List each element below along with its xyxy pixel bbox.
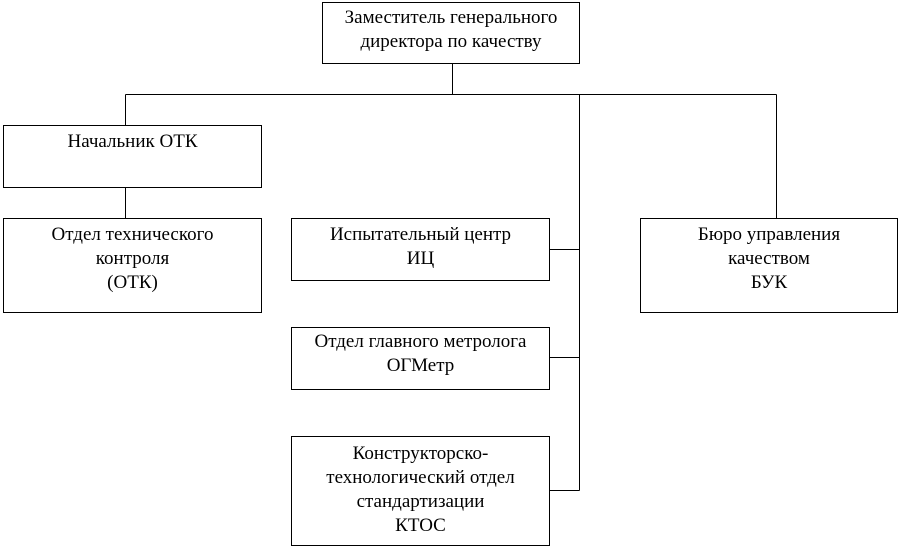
node-deputy-director-quality: Заместитель генерального директора по ка…	[322, 2, 580, 64]
node-label-line: (ОТК)	[107, 272, 158, 293]
node-chief-otk: Начальник ОТК	[3, 125, 262, 188]
node-label-line: БУК	[750, 272, 788, 293]
node-label-line: контроля	[95, 248, 170, 269]
node-chief-metrologist-dept: Отдел главного метролога ОГМетр	[291, 327, 550, 390]
node-label-line: Бюро управления	[697, 224, 841, 245]
node-label-line: Испытательный центр	[329, 224, 512, 245]
node-test-center: Испытательный центр ИЦ	[291, 218, 550, 281]
node-label-line: качеством	[728, 248, 810, 269]
node-design-tech-standardization-dept: Конструкторско- технологический отдел ст…	[291, 436, 550, 546]
node-label-line: ОГМетр	[386, 355, 455, 376]
node-quality-management-bureau: Бюро управления качеством БУК	[640, 218, 898, 313]
node-label-line: Конструкторско-	[352, 443, 489, 464]
node-label-line: Отдел технического	[51, 224, 214, 245]
node-technical-control-dept: Отдел технического контроля (ОТК)	[3, 218, 262, 313]
node-label-line: КТОС	[395, 515, 446, 536]
node-label-line: Начальник ОТК	[67, 131, 198, 152]
node-label-line: ИЦ	[406, 248, 435, 269]
node-label-line: Отдел главного метролога	[314, 331, 527, 352]
node-label-line: директора по качеству	[360, 31, 542, 52]
node-label-line: Заместитель генерального	[344, 7, 558, 28]
node-label-line: стандартизации	[356, 491, 485, 512]
node-label-line: технологический отдел	[326, 467, 515, 488]
